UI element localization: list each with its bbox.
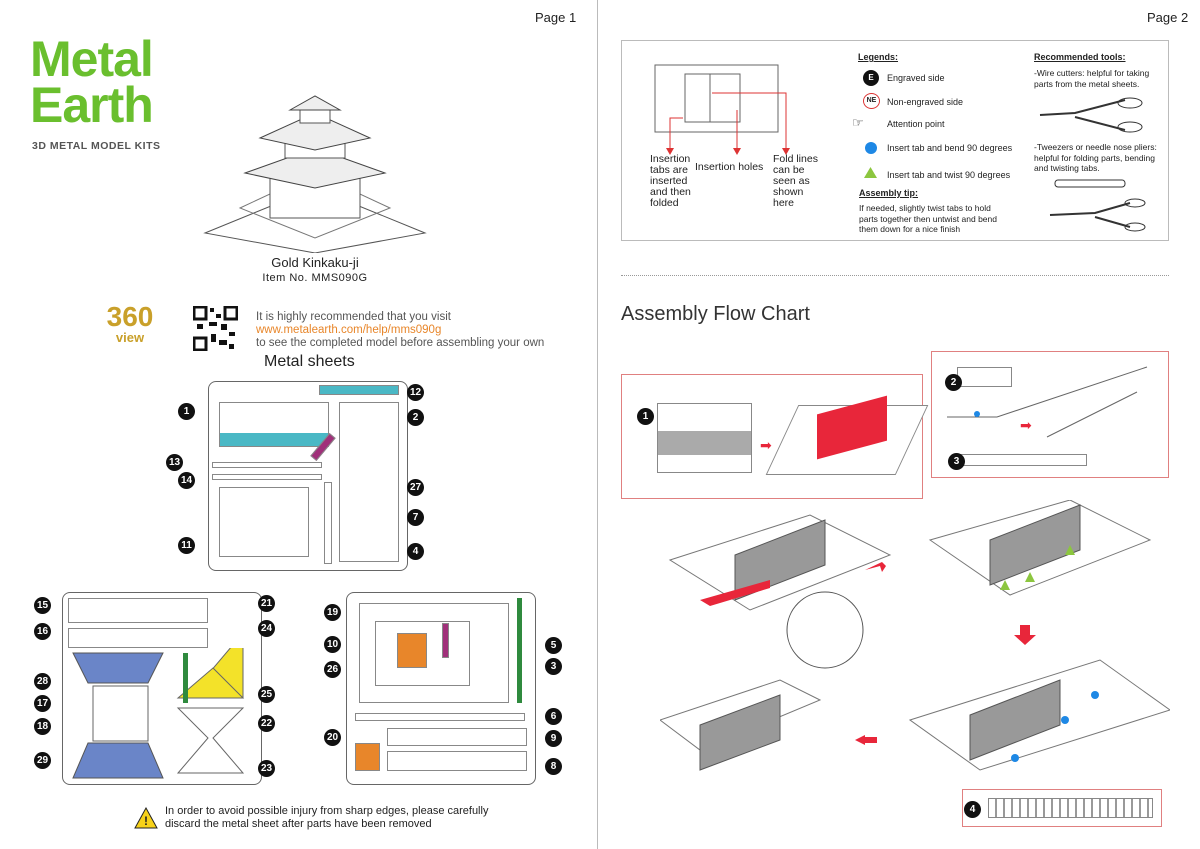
warning-line1: In order to avoid possible injury from s… <box>165 805 489 817</box>
warning-line2: discard the metal sheet after parts have… <box>165 818 432 830</box>
logo-line2: Earth <box>30 77 154 133</box>
tools-title: Recommended tools: <box>1034 52 1126 62</box>
page-divider <box>597 0 598 849</box>
wire-cutters-text: -Wire cutters: helpful for taking parts … <box>1034 68 1150 89</box>
part-badge: 6 <box>545 708 562 725</box>
legend-label: Insert tab and bend 90 degrees <box>887 143 1013 153</box>
part-badge: 28 <box>34 673 51 690</box>
tweezers-pliers-icon <box>1049 179 1146 232</box>
part-badge: 22 <box>258 715 275 732</box>
part-badge: 27 <box>407 479 424 496</box>
tab-diagram <box>654 64 790 155</box>
step-badge: 3 <box>948 453 965 470</box>
legends-title: Legends: <box>858 52 899 62</box>
view-360-number: 360 <box>106 301 154 332</box>
flow-chart-title: Assembly Flow Chart <box>621 303 810 325</box>
part-badge: 13 <box>166 454 183 471</box>
section-divider <box>621 275 1169 276</box>
part-badge: 3 <box>545 658 562 675</box>
metal-sheet-3 <box>346 592 536 785</box>
wire-cutters-icon <box>1039 97 1143 133</box>
pavilion-illustration <box>203 95 427 253</box>
part-badge: 25 <box>258 686 275 703</box>
part-badge: 20 <box>324 729 341 746</box>
tweezers-text: -Tweezers or needle nose pliers: helpful… <box>1034 142 1157 173</box>
legend-label: Non-engraved side <box>887 97 964 107</box>
step-1-panel: ➡ <box>621 374 929 499</box>
part-badge: 14 <box>178 472 195 489</box>
brand-tagline: 3D METAL MODEL KITS <box>32 140 161 152</box>
part-badge: 23 <box>258 760 275 777</box>
warning-icon: ! <box>134 807 158 829</box>
view-360-badge[interactable]: 360 view <box>80 303 180 348</box>
legend-label: Attention point <box>887 119 945 129</box>
warning-text: In order to avoid possible injury from s… <box>165 805 488 831</box>
part-badge: 21 <box>258 595 275 612</box>
blue-circle-icon <box>865 142 877 154</box>
part-badge: 1 <box>178 403 195 420</box>
metal-sheet-2 <box>62 592 262 785</box>
label-insertion-tabs: Insertion tabs are inserted and then fol… <box>650 153 691 209</box>
part-badge: 7 <box>407 509 424 526</box>
assembly-steps-illustration <box>660 500 1170 771</box>
step-4-panel <box>962 789 1162 827</box>
help-url-link[interactable]: www.metalearth.com/help/mms090g <box>256 324 442 336</box>
qr-code-icon[interactable] <box>193 306 238 351</box>
visit-line1: It is highly recommended that you visit <box>256 311 451 323</box>
part-badge: 18 <box>34 718 51 735</box>
part-badge: 29 <box>34 752 51 769</box>
legend-label: Insert tab and twist 90 degrees <box>887 170 1011 180</box>
legend-panel <box>621 40 1169 241</box>
label-fold-lines: Fold lines can be seen as shown here <box>773 153 818 209</box>
assembly-tip-text: If needed, slightly twist tabs to hold p… <box>859 203 997 234</box>
pointing-hand-icon: ☞ <box>852 115 864 130</box>
part-badge: 15 <box>34 597 51 614</box>
part-badge: 24 <box>258 620 275 637</box>
part-badge: 16 <box>34 623 51 640</box>
step-badge: 1 <box>637 408 654 425</box>
assembly-tip-title: Assembly tip: <box>859 188 919 198</box>
product-name: Gold Kinkaku-ji <box>271 255 359 270</box>
visit-text: It is highly recommended that you visit … <box>256 311 544 350</box>
svg-text:!: ! <box>144 814 148 828</box>
part-badge: 12 <box>407 384 424 401</box>
item-number: Item No. MMS090G <box>262 272 368 284</box>
part-badge: 9 <box>545 730 562 747</box>
step-badge: 2 <box>945 374 962 391</box>
view-360-label: view <box>115 330 145 345</box>
engraved-icon: E <box>863 70 879 86</box>
part-badge: 5 <box>545 637 562 654</box>
metal-sheet-1 <box>208 381 408 571</box>
metal-sheets-title: Metal sheets <box>264 353 355 370</box>
part-badge: 17 <box>34 695 51 712</box>
non-engraved-icon: NE <box>863 93 880 109</box>
step-2-3-panel: ➡ <box>931 351 1169 478</box>
part-badge: 8 <box>545 758 562 775</box>
part-badge: 11 <box>178 537 195 554</box>
page-label: Page 1 <box>535 10 577 25</box>
part-badge: 26 <box>324 661 341 678</box>
step-badge: 4 <box>964 801 981 818</box>
part-badge: 19 <box>324 604 341 621</box>
part-badge: 2 <box>407 409 424 426</box>
visit-line3: to see the completed model before assemb… <box>256 337 545 349</box>
page-label: Page 2 <box>1147 10 1189 25</box>
legend-label: Engraved side <box>887 73 945 83</box>
label-insertion-holes: Insertion holes <box>695 161 764 173</box>
part-badge: 4 <box>407 543 424 560</box>
part-badge: 10 <box>324 636 341 653</box>
logo-line1: Metal <box>30 31 154 87</box>
green-triangle-icon <box>864 167 877 178</box>
